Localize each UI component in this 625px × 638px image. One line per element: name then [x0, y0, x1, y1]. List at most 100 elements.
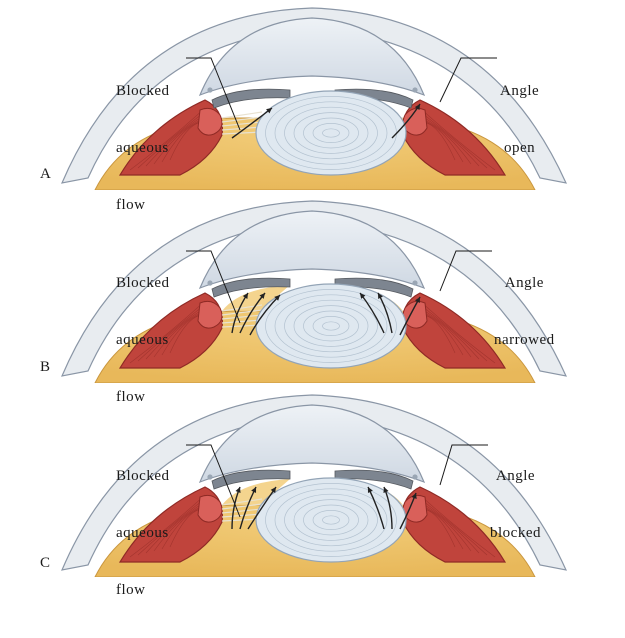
- ciliary-body-left: [197, 107, 223, 136]
- sclera: [61, 200, 568, 377]
- right-leader-line: [439, 444, 488, 486]
- flow-arrowhead-icon: [242, 293, 248, 299]
- zonule-fiber: [221, 498, 263, 506]
- zonule-fiber: [221, 513, 263, 518]
- right-label-line: blocked: [490, 525, 541, 541]
- flow-arrowhead-icon: [414, 104, 420, 110]
- lens-ring: [293, 499, 369, 541]
- zonule-fiber: [221, 314, 263, 320]
- lens-ring: [312, 316, 350, 336]
- flow-arrowhead-icon: [270, 487, 276, 493]
- right-label-b: Angle narrowed: [494, 236, 555, 388]
- flow-arrowhead-icon: [367, 487, 373, 493]
- panel-a: Blocked aqueous flow Angle open A: [0, 0, 625, 213]
- lens-ring: [284, 493, 378, 547]
- muscle-fiber: [129, 107, 206, 171]
- eye-diagram-c: [61, 394, 568, 577]
- left-label-line: aqueous: [116, 525, 169, 541]
- lens-ring: [265, 289, 397, 363]
- panel-b: Blocked aqueous flow Angle narrowed B: [0, 193, 625, 405]
- canal-dot-right: [412, 280, 418, 286]
- right-label-line: Angle: [500, 83, 540, 99]
- left-label-line: Blocked: [116, 275, 170, 291]
- zonule-fiber: [221, 131, 263, 135]
- canal-dot-left: [207, 280, 213, 286]
- canal-dot-right: [412, 87, 418, 93]
- canal-dot-right: [412, 474, 418, 480]
- flow-arrowhead-icon: [360, 293, 366, 299]
- aqueous-left: [222, 285, 290, 311]
- zonule-fiber: [221, 111, 263, 119]
- canal-dot-left: [207, 474, 213, 480]
- lens-ring: [322, 128, 340, 138]
- right-label-c: Angle blocked: [490, 429, 541, 581]
- eye-diagram-a: [61, 7, 568, 190]
- sclera: [61, 7, 568, 184]
- ciliary-body-left: [197, 300, 223, 329]
- left-label-line: Blocked: [116, 83, 170, 99]
- muscle-fiber: [129, 300, 206, 364]
- zonule-fiber: [221, 121, 263, 127]
- right-label-line: narrowed: [494, 332, 555, 348]
- lens-ring: [293, 112, 369, 154]
- zonule-fiber: [221, 116, 263, 123]
- flow-arrowhead-icon: [259, 293, 265, 299]
- muscle-fiber: [419, 107, 496, 171]
- flow-arrowhead-icon: [266, 108, 272, 114]
- lens-ring: [274, 294, 388, 358]
- panel-letter-b: B: [40, 359, 51, 375]
- right-label-line: Angle: [504, 275, 544, 291]
- ciliary-body-left: [197, 494, 223, 523]
- sclera: [61, 394, 568, 571]
- lens-ring: [265, 483, 397, 557]
- cornea: [198, 17, 426, 97]
- lens-ring: [322, 321, 340, 331]
- canal-dot-left: [207, 87, 213, 93]
- left-leader-line: [186, 444, 241, 518]
- flow-arrowhead-icon: [251, 487, 257, 493]
- lens-ring: [312, 123, 350, 143]
- left-leader-line: [186, 250, 241, 324]
- lens-ring: [284, 106, 378, 160]
- muscle-fiber: [419, 494, 496, 558]
- zonule-fiber: [221, 508, 263, 514]
- lens-ring: [312, 510, 350, 530]
- left-label-line: flow: [116, 582, 146, 598]
- right-leader-line: [439, 250, 492, 292]
- lens-ring: [322, 515, 340, 525]
- left-label-line: flow: [116, 389, 146, 405]
- panel-letter-a: A: [40, 166, 51, 182]
- flow-arrowhead-icon: [378, 293, 383, 299]
- lens: [255, 477, 407, 563]
- zonule-fiber: [221, 319, 263, 324]
- flow-arrowhead-icon: [411, 493, 417, 499]
- left-label-b: Blocked aqueous flow: [116, 236, 170, 445]
- lens-ring: [303, 117, 359, 149]
- cornea: [198, 210, 426, 290]
- lens-ring: [303, 504, 359, 536]
- left-label-line: flow: [116, 197, 146, 213]
- lens: [255, 90, 407, 176]
- lens-ring: [284, 299, 378, 353]
- lens-ring: [303, 310, 359, 342]
- lens-ring: [274, 101, 388, 165]
- cornea: [198, 404, 426, 484]
- eye-diagram-b: [61, 200, 568, 383]
- lens-ring: [293, 305, 369, 347]
- right-label-line: open: [504, 140, 536, 156]
- left-label-c: Blocked aqueous flow: [116, 429, 170, 638]
- lens-ring: [274, 488, 388, 552]
- flow-arrowhead-icon: [274, 295, 280, 301]
- right-label-a: Angle open: [500, 44, 539, 196]
- panel-c: Blocked aqueous flow Angle blocked C: [0, 387, 625, 598]
- muscle-fiber: [419, 300, 496, 364]
- left-leader-line: [186, 57, 241, 131]
- iris-left: [211, 277, 291, 298]
- left-label-line: aqueous: [116, 332, 169, 348]
- panel-letter-c: C: [40, 555, 51, 571]
- zonule-fiber: [221, 503, 263, 510]
- left-label-a: Blocked aqueous flow: [116, 44, 170, 253]
- zonule-fiber: [221, 126, 263, 131]
- iris-left: [211, 469, 291, 490]
- flow-arrowhead-icon: [383, 487, 389, 493]
